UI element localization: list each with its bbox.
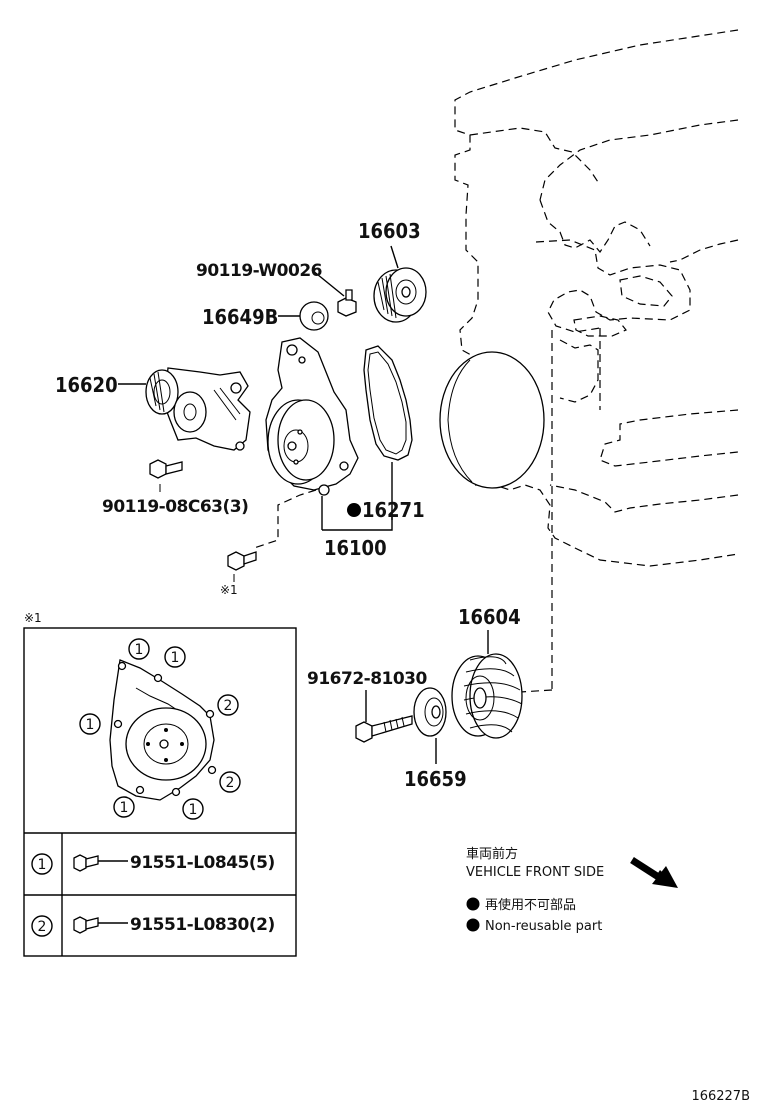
- bolt-90119-08c63: [149, 459, 183, 479]
- label-90119-w0026: 90119-W0026: [196, 261, 322, 281]
- washer-16659: [413, 687, 447, 737]
- svg-text:1: 1: [189, 802, 198, 818]
- legend-nonreuse-jp: 再使用不可部品: [485, 897, 576, 913]
- bolt-90119-w0026: [337, 289, 357, 317]
- engine-pulley-disc: [439, 351, 545, 489]
- svg-text:1: 1: [171, 650, 180, 666]
- front-arrow-icon: [630, 857, 678, 888]
- label-16620: 16620: [55, 373, 118, 397]
- leader-90119-w0026: [311, 269, 345, 297]
- svg-text:1: 1: [120, 800, 129, 816]
- svg-text:2: 2: [224, 698, 233, 714]
- label-16271: 16271: [362, 498, 425, 522]
- row-part-2: 91551-L0830(2): [130, 915, 275, 935]
- label-16649b: 16649B: [202, 305, 278, 329]
- detail-row-1: 1 91551-L0845(5): [31, 853, 275, 875]
- label-ref-1: ※1: [220, 583, 238, 597]
- bolt-91672-81030: [355, 715, 413, 743]
- legend: 車両前方 VEHICLE FRONT SIDE 再使用不可部品 Non-reus…: [466, 846, 678, 934]
- dashed-guide-pump-bolt: [253, 489, 317, 549]
- idler-pulley-16603: [373, 267, 427, 323]
- leader-16603: [390, 245, 399, 269]
- detail-title: ※1: [24, 611, 42, 625]
- row-marker-2: 2: [38, 919, 47, 935]
- leader-16100-bracket: [322, 510, 393, 531]
- label-91672-81030: 91672-81030: [307, 669, 428, 689]
- nonreusable-dot-legend-en: [466, 918, 480, 932]
- callout-circle-1-top-left: 1: [128, 638, 150, 660]
- engine-block-outline: [454, 29, 739, 693]
- label-16604: 16604: [458, 605, 521, 629]
- belt-tensioner-16620: [145, 367, 251, 451]
- gasket-16271: [363, 345, 413, 461]
- svg-text:1: 1: [86, 717, 95, 733]
- callout-circle-1-left: 1: [79, 713, 101, 735]
- nonreusable-dot-16271: [347, 503, 361, 517]
- svg-text:1: 1: [135, 642, 144, 658]
- label-90119-08c63: 90119-08C63(3): [102, 497, 248, 517]
- label-16100: 16100: [324, 536, 387, 560]
- figure-id: 166227B: [691, 1089, 750, 1104]
- legend-front-jp: 車両前方: [466, 846, 518, 862]
- callout-circle-1-bottom-right: 1: [182, 798, 204, 820]
- label-16659: 16659: [404, 767, 467, 791]
- row-part-1: 91551-L0845(5): [130, 853, 275, 873]
- nonreusable-dot-legend-jp: [466, 897, 480, 911]
- water-pump-pulley-16604: [451, 653, 523, 739]
- idler-cover-16649b: [299, 301, 329, 331]
- callout-circle-1-top-right: 1: [164, 646, 186, 668]
- detail-box: ※1 1 1 2: [23, 611, 297, 957]
- row-marker-1: 1: [38, 857, 47, 873]
- water-pump-16100: [265, 337, 359, 496]
- label-16603: 16603: [358, 219, 421, 243]
- callout-circle-2-right-top: 2: [217, 694, 239, 716]
- svg-text:2: 2: [226, 775, 235, 791]
- legend-front-en: VEHICLE FRONT SIDE: [466, 865, 604, 880]
- legend-nonreuse-en: Non-reusable part: [485, 919, 602, 934]
- callout-circle-2-right-bottom: 2: [219, 771, 241, 793]
- bolt-ref-1: [227, 551, 257, 571]
- detail-row-2: 2 91551-L0830(2): [31, 915, 275, 937]
- callout-circle-1-bottom-left: 1: [113, 796, 135, 818]
